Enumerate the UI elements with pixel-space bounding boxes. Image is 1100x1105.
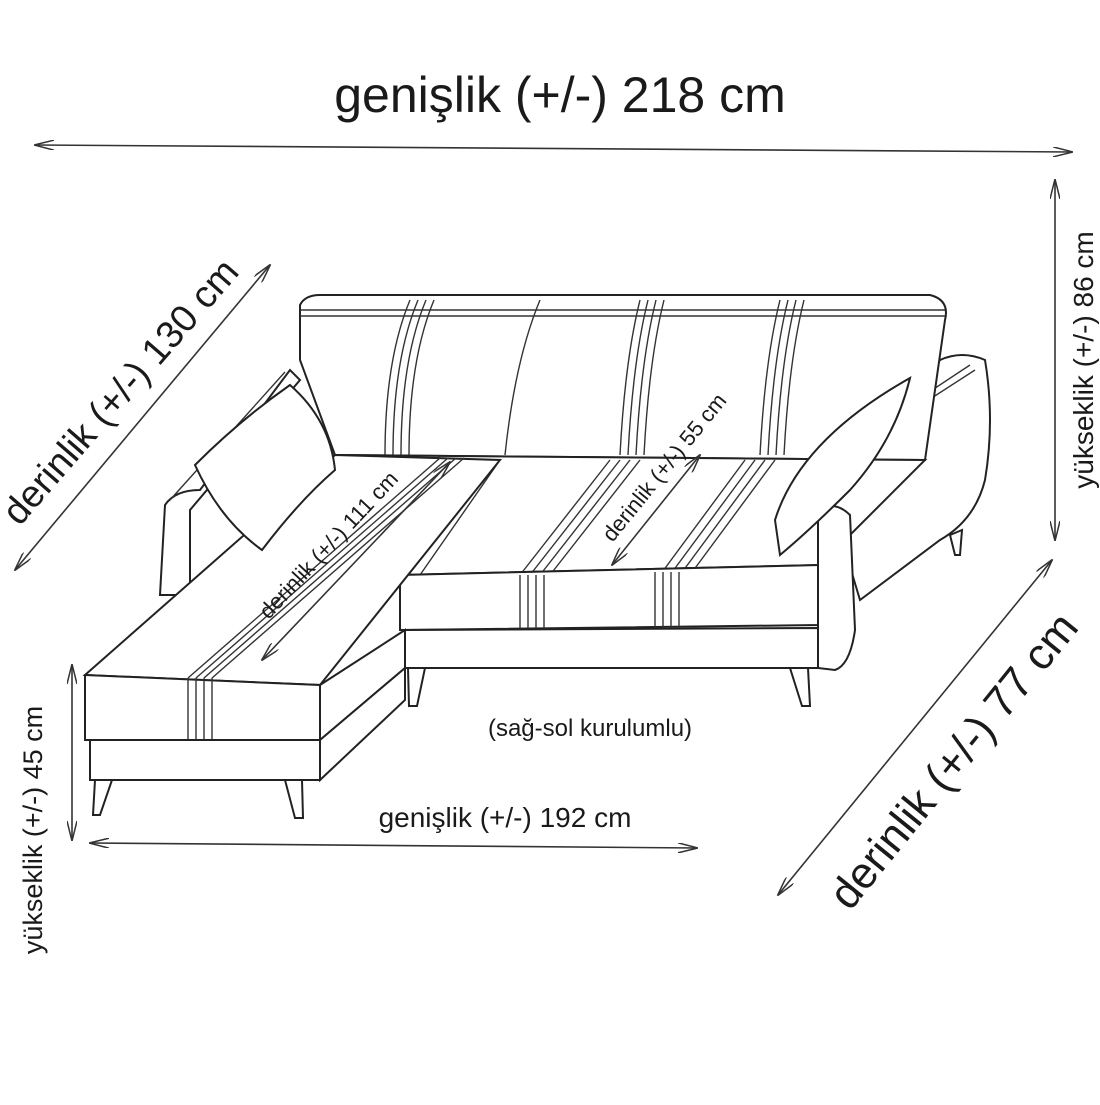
install-note: (sağ-sol kurulumlu): [488, 715, 692, 742]
leg-1: [91, 779, 114, 816]
main-base: [404, 626, 821, 669]
dimension-lines: [15, 145, 1072, 895]
seat-front: [399, 563, 821, 632]
width-total-label: genişlik (+/-) 218 cm: [334, 67, 786, 123]
right-front-arm: [817, 505, 857, 672]
leg-4: [788, 667, 812, 707]
height-seat-label: yükseklik (+/-) 45 cm: [18, 706, 48, 954]
depth-chaise-line: [262, 462, 450, 660]
height-total-label: yükseklik (+/-) 86 cm: [1068, 231, 1099, 489]
depth-right-label: derinlik (+/-) 77 cm: [820, 603, 1088, 918]
chaise-base: [89, 739, 321, 781]
backrest: [299, 294, 947, 462]
right-pillow: [773, 375, 912, 557]
depth-seat-line: [612, 455, 700, 565]
chaise-front: [84, 673, 321, 741]
depth-total-line: [15, 265, 270, 570]
width-seat-label: genişlik (+/-) 192 cm: [379, 802, 632, 833]
width-total-line: [35, 145, 1072, 152]
leg-3: [406, 667, 427, 707]
right-arm: [828, 354, 991, 602]
leg-5: [948, 528, 964, 556]
leg-2: [283, 779, 305, 819]
width-seat-line: [90, 843, 697, 848]
depth-right-line: [778, 560, 1052, 895]
